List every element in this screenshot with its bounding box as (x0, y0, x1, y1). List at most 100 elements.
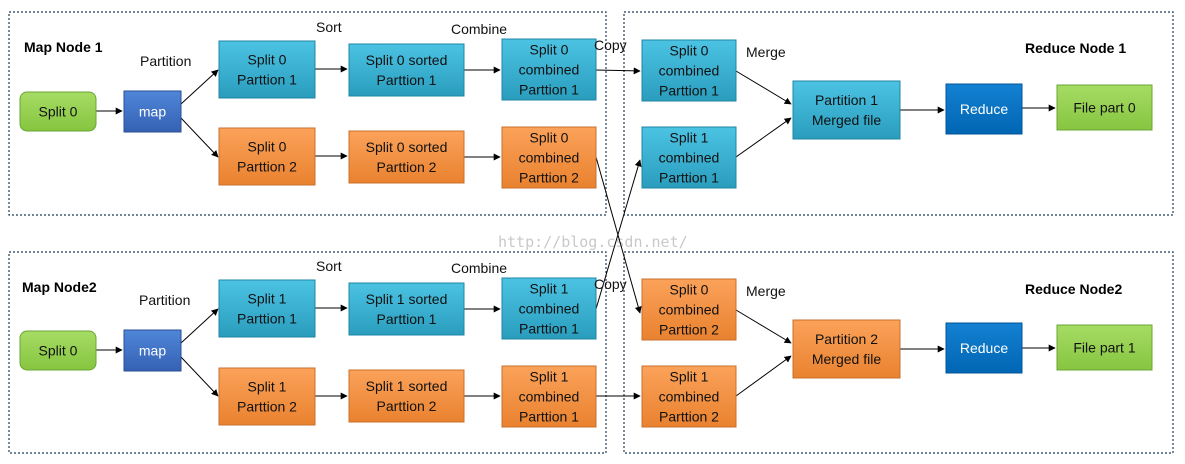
reduce1-reduce-text-line-1: Reduce (960, 101, 1008, 117)
reduce2-output-box: File part 1 (1056, 324, 1153, 371)
map1-partition-1-shape (218, 40, 316, 99)
reduce2-merged-shape (792, 319, 901, 379)
map1-map-box: map (123, 90, 182, 133)
reduce2-input-2-text-line-1: Split 1 (670, 369, 709, 385)
map1-map-text-line-1: map (139, 104, 166, 120)
map2-partition-1-text-line-2: Parttion 1 (237, 311, 297, 327)
reduce-node-1-title: Reduce Node 1 (1025, 40, 1126, 56)
reduce-node-2-container (623, 251, 1174, 454)
reduce2-input-2-text-line-3: Parttion 2 (659, 409, 719, 425)
map1-split-shape (19, 91, 97, 132)
sort-label-1: Sort (316, 19, 342, 35)
reduce2-input-1-text-line-1: Split 0 (670, 282, 709, 298)
map1-partition-1-text-line-1: Split 0 (248, 52, 287, 68)
flow-arrow-9 (735, 70, 792, 105)
map1-partition-2-shape (218, 127, 316, 186)
map2-combined-2-text-line-1: Split 1 (530, 369, 569, 385)
map2-combined-2-text-line-3: Parttion 1 (519, 409, 579, 425)
flow-arrow-23 (735, 309, 792, 344)
map2-combined-2-text-line-2: combined (519, 389, 580, 405)
map2-sorted-1-text-line-1: Split 1 sorted (366, 291, 448, 307)
flow-arrow-3 (180, 117, 219, 158)
reduce2-merged-text-line-2: Merged file (812, 351, 881, 367)
reduce2-input-1-text-line-3: Parttion 2 (659, 322, 719, 338)
reduce2-merged-text-line-1: Partition 2 (815, 331, 878, 347)
map2-split-text-line-1: Split 0 (39, 343, 78, 359)
map1-combined-2-text-line-2: combined (519, 150, 580, 166)
map2-partition-1-box: Split 1 Parttion 1 (218, 279, 316, 338)
reduce1-input-1-text-line-3: Parttion 1 (659, 83, 719, 99)
map2-map-shape (123, 329, 182, 372)
map2-partition-2-text-line-1: Split 1 (248, 379, 287, 395)
map1-split-text-line-1: Split 0 (39, 104, 78, 120)
map2-partition-2-shape (218, 367, 316, 426)
reduce2-input-2-shape (641, 365, 737, 428)
map2-combined-1-text-line-1: Split 1 (530, 281, 569, 297)
map1-map-shape (123, 90, 182, 133)
reduce1-merged-shape (792, 80, 901, 140)
reduce1-output-text-line-1: File part 0 (1073, 100, 1135, 116)
map1-sorted-2-shape (348, 130, 465, 184)
reduce1-input-2-text-line-2: combined (659, 150, 720, 166)
reduce1-input-2-text-line-1: Split 1 (670, 130, 709, 146)
sort-label-2: Sort (316, 258, 342, 274)
reduce1-input-1-shape (641, 39, 737, 102)
reduce2-reduce-text-line-1: Reduce (960, 340, 1008, 356)
reduce1-reduce-box: Reduce (945, 83, 1023, 135)
map2-combined-1-text-line-2: combined (519, 301, 580, 317)
merge-label-1: Merge (746, 44, 786, 60)
map1-sorted-1-text-line-2: Parttion 1 (377, 72, 437, 88)
flow-arrow-10 (735, 117, 792, 158)
map-node-1-title: Map Node 1 (24, 39, 103, 55)
reduce1-input-2-shape (641, 126, 737, 189)
map-node-2-title: Map Node2 (22, 279, 97, 295)
map1-combined-1-text-line-2: combined (519, 62, 580, 78)
flow-arrow-17 (180, 356, 219, 397)
reduce2-input-1-text-line-2: combined (659, 302, 720, 318)
reduce1-input-1-text-line-2: combined (659, 63, 720, 79)
reduce1-output-box: File part 0 (1056, 84, 1153, 131)
map2-combined-1-text-line-3: Parttion 1 (519, 321, 579, 337)
map1-combined-1-shape (501, 38, 597, 101)
partition-label-2: Partition (139, 292, 190, 308)
map-node-2-container (8, 251, 607, 454)
reduce2-input-1-shape (641, 278, 737, 341)
reduce1-merged-text-line-1: Partition 1 (815, 92, 878, 108)
map1-sorted-2-text-line-1: Split 0 sorted (366, 139, 448, 155)
reduce1-output-shape (1056, 84, 1153, 131)
reduce-node-2-title: Reduce Node2 (1025, 281, 1122, 297)
map2-sorted-2-text-line-2: Parttion 2 (377, 398, 437, 414)
map2-sorted-1-shape (348, 282, 465, 336)
flow-arrow-8 (595, 67, 641, 75)
map1-split-box: Split 0 (19, 91, 97, 132)
reduce1-input-2-text-line-3: Parttion 1 (659, 170, 719, 186)
reduce2-reduce-shape (945, 322, 1023, 374)
map2-partition-2-text-line-2: Parttion 2 (237, 399, 297, 415)
reduce2-reduce-box: Reduce (945, 322, 1023, 374)
map2-partition-1-text-line-1: Split 1 (248, 291, 287, 307)
flow-arrow-24 (735, 355, 792, 397)
copy-label-1: Copy (594, 37, 627, 53)
combine-label-2: Combine (451, 260, 507, 276)
map2-combined-1-shape (501, 277, 597, 340)
map2-sorted-2-shape (348, 369, 465, 423)
map1-sorted-2-text-line-2: Parttion 2 (377, 159, 437, 175)
merge-label-2: Merge (746, 283, 786, 299)
map2-combined-2-shape (501, 365, 597, 428)
map1-sorted-1-shape (348, 43, 465, 97)
map2-sorted-1-text-line-2: Parttion 1 (377, 311, 437, 327)
map2-partition-1-shape (218, 279, 316, 338)
map2-split-shape (19, 330, 97, 371)
